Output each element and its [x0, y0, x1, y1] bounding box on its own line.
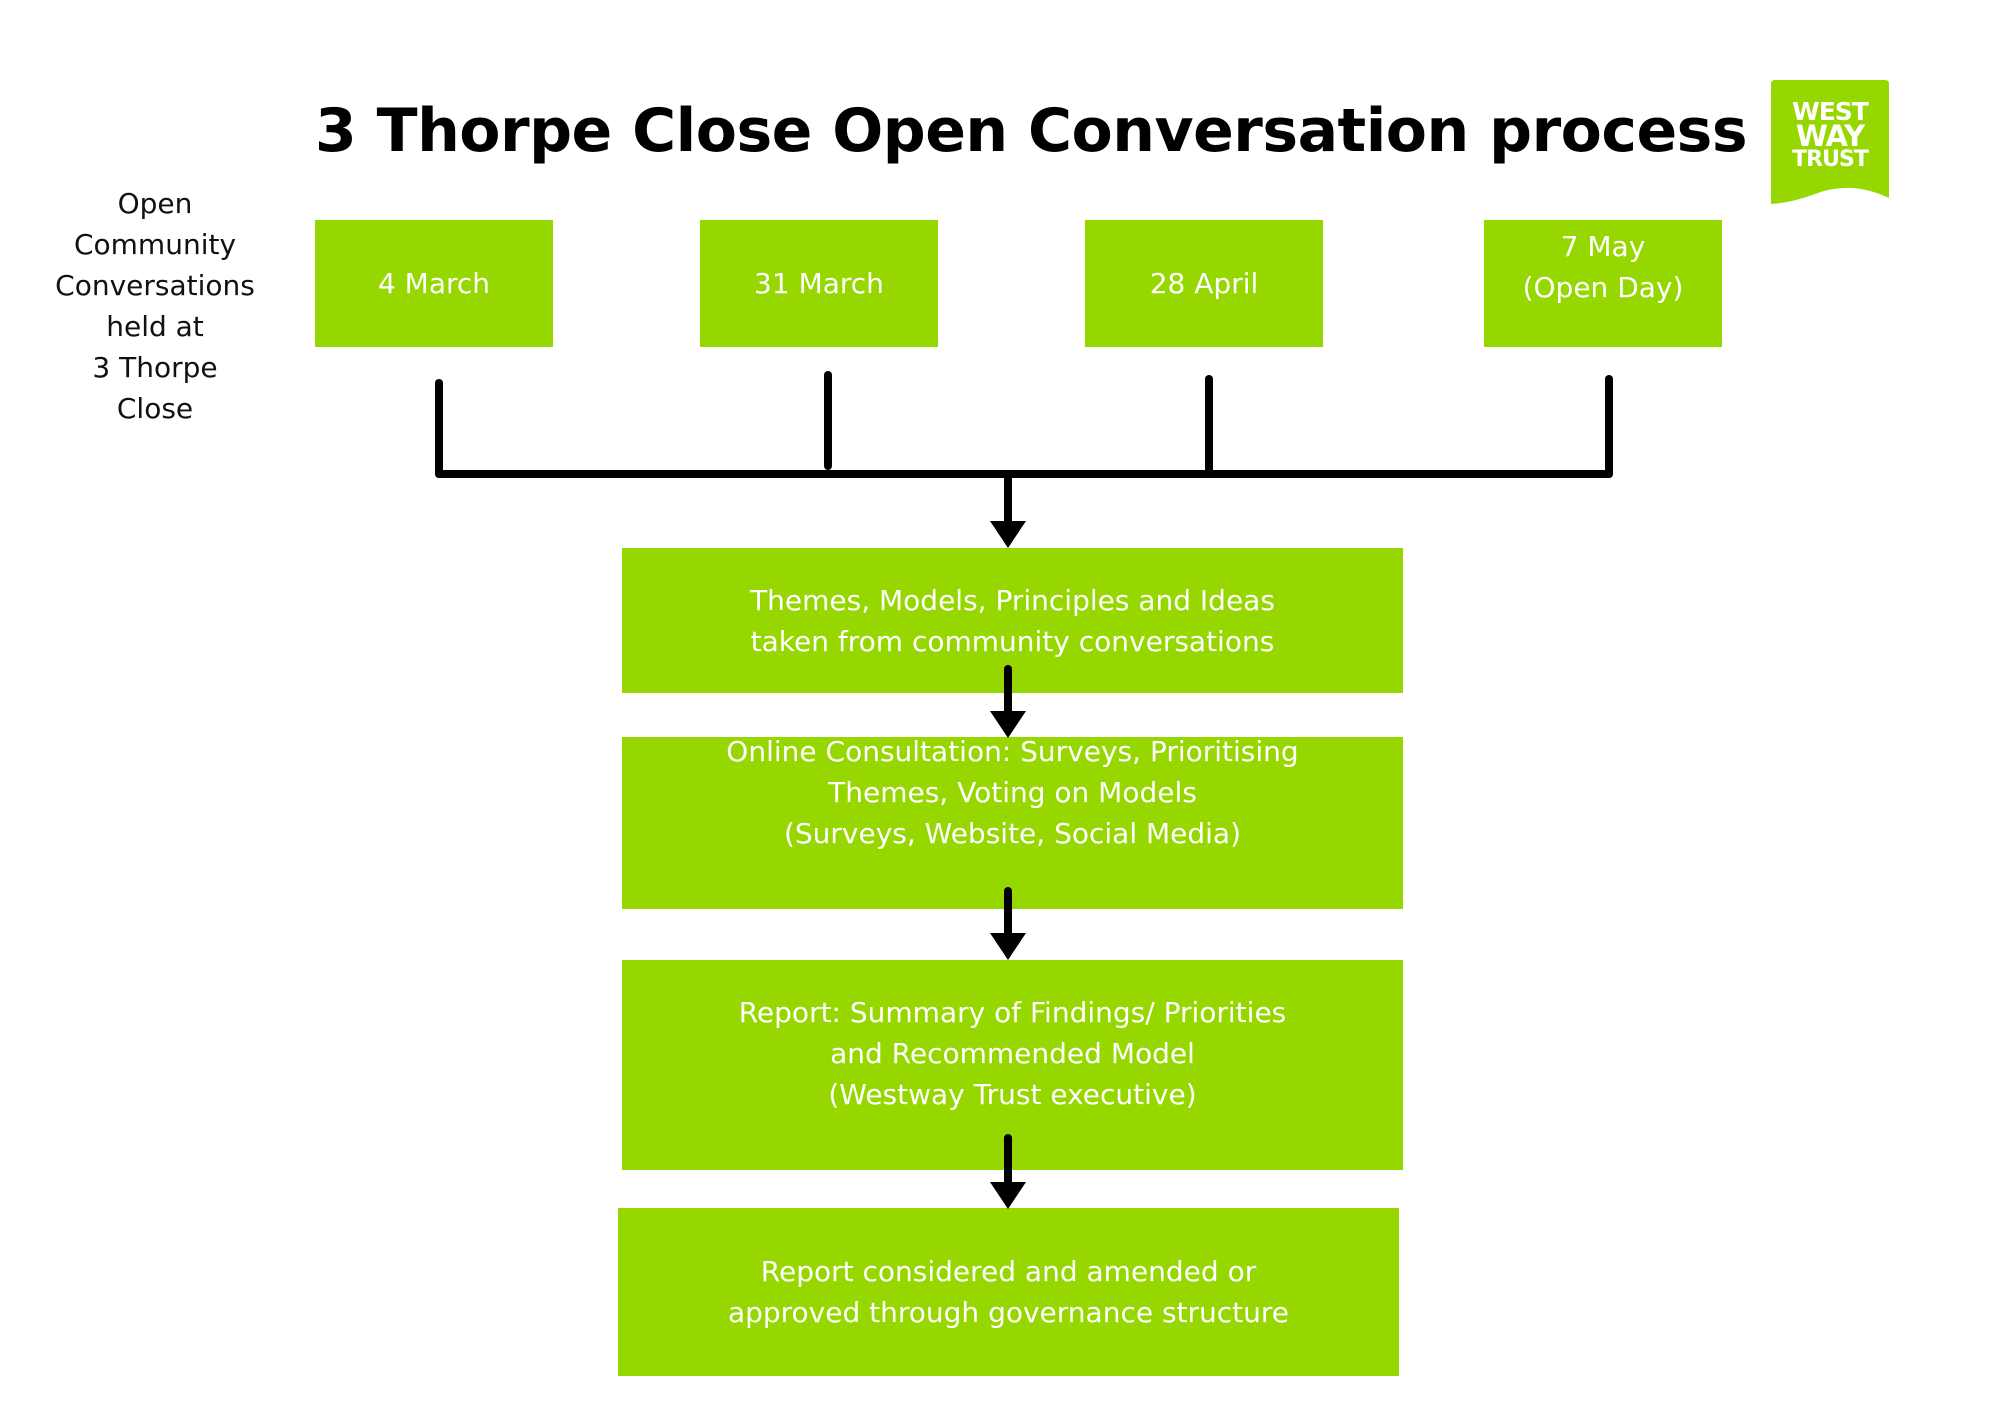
side-label: Open Community Conversations held at 3 T…: [45, 183, 265, 429]
date-box-label: 31 March: [754, 267, 884, 300]
logo-wordmark: WEST WAY TRUST: [1771, 97, 1889, 172]
arrowhead-1: [990, 521, 1026, 548]
step-box-report-summary: Report: Summary of Findings/ Priorities …: [622, 960, 1403, 1170]
page-title: 3 Thorpe Close Open Conversation process: [315, 96, 1748, 166]
logo-line: TRUST: [1792, 147, 1869, 172]
date-box-label: 4 March: [377, 267, 491, 300]
arrowhead-4: [990, 1182, 1026, 1209]
side-label-line: Open: [117, 187, 193, 220]
step-line: Themes, Voting on Models: [828, 776, 1197, 809]
side-label-line: held at: [106, 310, 204, 343]
step-line: Online Consultation: Surveys, Prioritisi…: [726, 735, 1299, 768]
step-line: (Westway Trust executive): [828, 1078, 1197, 1111]
date-box-7-may: 7 May (Open Day): [1484, 220, 1722, 347]
step-line: approved through governance structure: [727, 1296, 1290, 1329]
side-label-line: 3 Thorpe: [92, 351, 218, 384]
step-box-online-consultation: Online Consultation: Surveys, Prioritisi…: [622, 735, 1403, 909]
date-box-label: (Open Day): [1522, 271, 1684, 304]
step-line: taken from community conversations: [750, 624, 1275, 658]
step-line: and Recommended Model: [830, 1037, 1195, 1070]
date-box-31-march: 31 March: [700, 220, 938, 347]
logo-flag-shape: [1771, 80, 1889, 204]
step-line: Report: Summary of Findings/ Priorities: [738, 996, 1287, 1029]
westway-trust-logo: WEST WAY TRUST: [1771, 80, 1889, 204]
logo-line: WEST: [1792, 97, 1869, 126]
logo-line: WAY: [1795, 119, 1865, 153]
date-box-label: 28 April: [1149, 267, 1259, 300]
arrowhead-2: [990, 711, 1026, 738]
step-box-themes: Themes, Models, Principles and Ideas tak…: [622, 548, 1403, 693]
side-label-line: Close: [116, 392, 194, 425]
date-box-28-april: 28 April: [1085, 220, 1323, 347]
step-box-governance: Report considered and amended or approve…: [618, 1208, 1399, 1376]
date-box-label: 7 May: [1560, 230, 1646, 263]
side-label-line: Community: [73, 228, 237, 261]
arrowhead-3: [990, 933, 1026, 960]
step-line: Report considered and amended or: [760, 1255, 1257, 1288]
step-line: Themes, Models, Principles and Ideas: [750, 583, 1275, 617]
step-line: (Surveys, Website, Social Media): [783, 817, 1242, 850]
date-box-4-march: 4 March: [315, 220, 553, 347]
side-label-line: Conversations: [55, 269, 255, 302]
